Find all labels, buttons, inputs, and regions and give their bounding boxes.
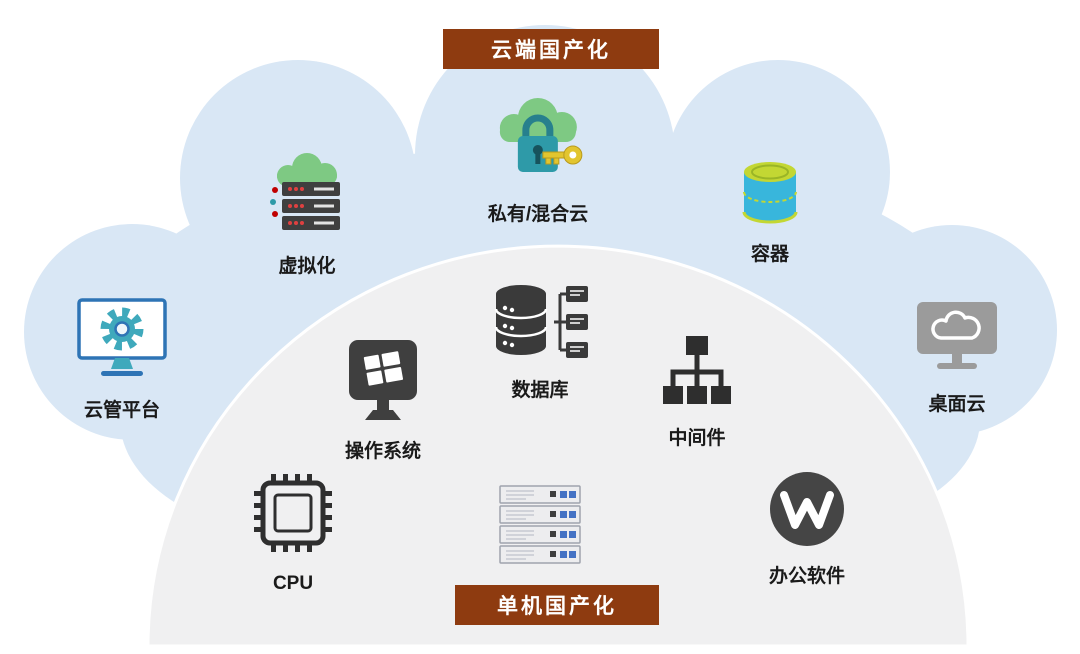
container-cylinder-icon — [739, 160, 801, 231]
cloud-localization-banner-label: 云端国产化 — [491, 39, 611, 62]
wps-office-icon — [768, 470, 846, 553]
node-middleware: 中间件 — [659, 334, 735, 450]
node-label: 私有/混合云 — [487, 204, 589, 225]
node-operating-system: 操作系统 — [343, 338, 423, 463]
node-container: 容器 — [739, 160, 801, 266]
standalone-localization-banner: 单机国产化 — [455, 585, 659, 625]
node-label: 操作系统 — [344, 441, 421, 462]
windows-os-icon — [343, 338, 423, 428]
node-label: 办公软件 — [768, 566, 845, 587]
node-label: 容器 — [750, 244, 789, 265]
private-hybrid-cloud-icon — [488, 92, 588, 191]
node-office-software: 办公软件 — [768, 470, 846, 588]
virtualization-server-icon — [262, 150, 352, 243]
node-desktop-cloud: 桌面云 — [911, 298, 1003, 416]
node-label: 云管平台 — [83, 400, 160, 421]
node-label: 虚拟化 — [278, 256, 336, 277]
node-label: 数据库 — [511, 380, 569, 401]
middleware-tree-icon — [659, 334, 735, 415]
server-rack-icon — [492, 482, 588, 575]
node-server — [492, 482, 588, 575]
desktop-cloud-monitor-icon — [911, 298, 1003, 381]
cpu-chip-icon — [246, 466, 340, 565]
standalone-localization-banner-label: 单机国产化 — [497, 595, 617, 618]
node-cpu: CPU — [246, 466, 340, 595]
database-cylinder-icon — [490, 282, 590, 367]
node-label: 中间件 — [668, 428, 726, 449]
cloud-management-monitor-gear-icon — [74, 296, 170, 387]
node-label: CPU — [272, 573, 314, 594]
node-label: 桌面云 — [928, 394, 986, 415]
node-virtualization: 虚拟化 — [262, 150, 352, 278]
node-cloud-management: 云管平台 — [74, 296, 170, 422]
cloud-localization-banner: 云端国产化 — [443, 29, 659, 69]
node-private-hybrid-cloud: 私有/混合云 — [488, 92, 588, 226]
node-database: 数据库 — [490, 282, 590, 402]
